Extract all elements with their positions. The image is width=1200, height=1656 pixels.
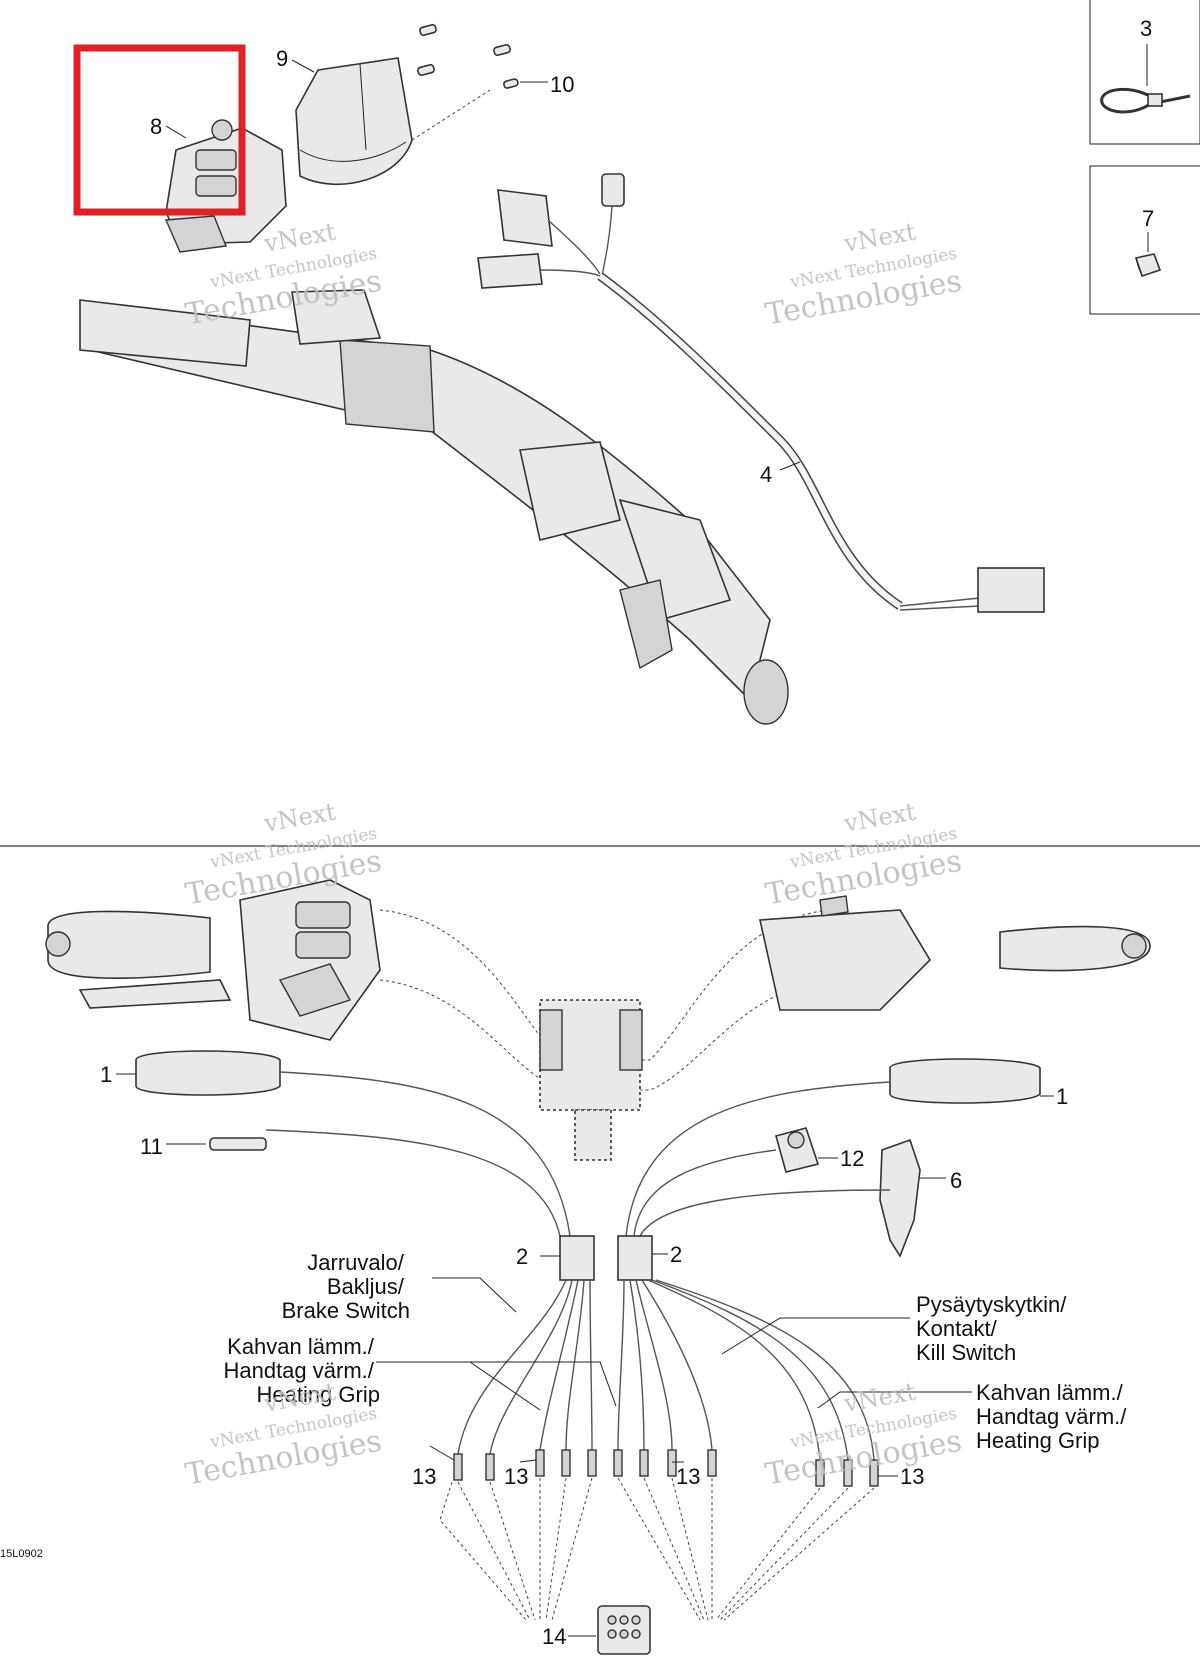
callout-13-d: 13	[900, 1464, 924, 1489]
top-assembly: 10 9 8	[79, 23, 1045, 725]
wire-harness	[597, 272, 1045, 613]
callout-2-left: 2	[516, 1244, 528, 1269]
screw-icon	[417, 23, 519, 89]
callout-1-left: 1	[100, 1062, 112, 1087]
connector-block	[477, 173, 625, 289]
callout-13-b: 13	[504, 1464, 528, 1489]
callout-7: 7	[1142, 206, 1154, 231]
callout-10: 10	[550, 72, 574, 97]
harness-sleeve	[559, 1235, 653, 1281]
callout-13-a: 13	[412, 1464, 436, 1489]
handlebar	[79, 289, 789, 725]
bottom-assembly: 1 1 11 12 6 2	[45, 879, 1151, 1655]
main-connector	[597, 1605, 651, 1655]
document-code: 15L0902	[0, 1548, 43, 1560]
brake-switch-bracket	[879, 1138, 921, 1258]
left-grip-switch	[45, 879, 381, 1041]
callout-6: 6	[950, 1168, 962, 1193]
right-grip-switch	[759, 895, 1151, 1011]
callout-8: 8	[150, 114, 162, 139]
label-kill-switch: Pysäytyskytkin/ Kontakt/ Kill Switch	[916, 1292, 1073, 1365]
heated-grip-element	[135, 1050, 1041, 1104]
inset-box-clip: 7	[1089, 165, 1200, 315]
highlight-frame	[73, 44, 246, 216]
kill-switch-part	[775, 1127, 820, 1173]
switch-housing-cover	[295, 57, 413, 185]
callout-14: 14	[542, 1624, 566, 1649]
callout-11: 11	[140, 1134, 163, 1159]
label-heating-grip-left: Kahvan lämm./ Handtag värm./ Heating Gri…	[223, 1334, 380, 1407]
inset-box-cable-tie: 3	[1089, 0, 1200, 145]
cable-tie-icon	[1100, 88, 1191, 114]
callout-3: 3	[1140, 16, 1152, 41]
callout-9: 9	[276, 46, 288, 71]
clip-icon	[1134, 253, 1162, 278]
callout-4: 4	[760, 462, 772, 487]
label-brake-switch: Jarruvalo/ Bakljus/ Brake Switch	[282, 1250, 410, 1323]
connection-lines	[439, 1477, 875, 1621]
sensor-plug	[209, 1137, 267, 1151]
callout-2-right: 2	[670, 1242, 682, 1267]
callout-13-c: 13	[676, 1464, 700, 1489]
callout-1-right: 1	[1056, 1084, 1068, 1109]
terminal-pin	[453, 1449, 879, 1487]
callout-12: 12	[840, 1146, 864, 1171]
label-heating-grip-right: Kahvan lämm./ Handtag värm./ Heating Gri…	[976, 1380, 1133, 1453]
